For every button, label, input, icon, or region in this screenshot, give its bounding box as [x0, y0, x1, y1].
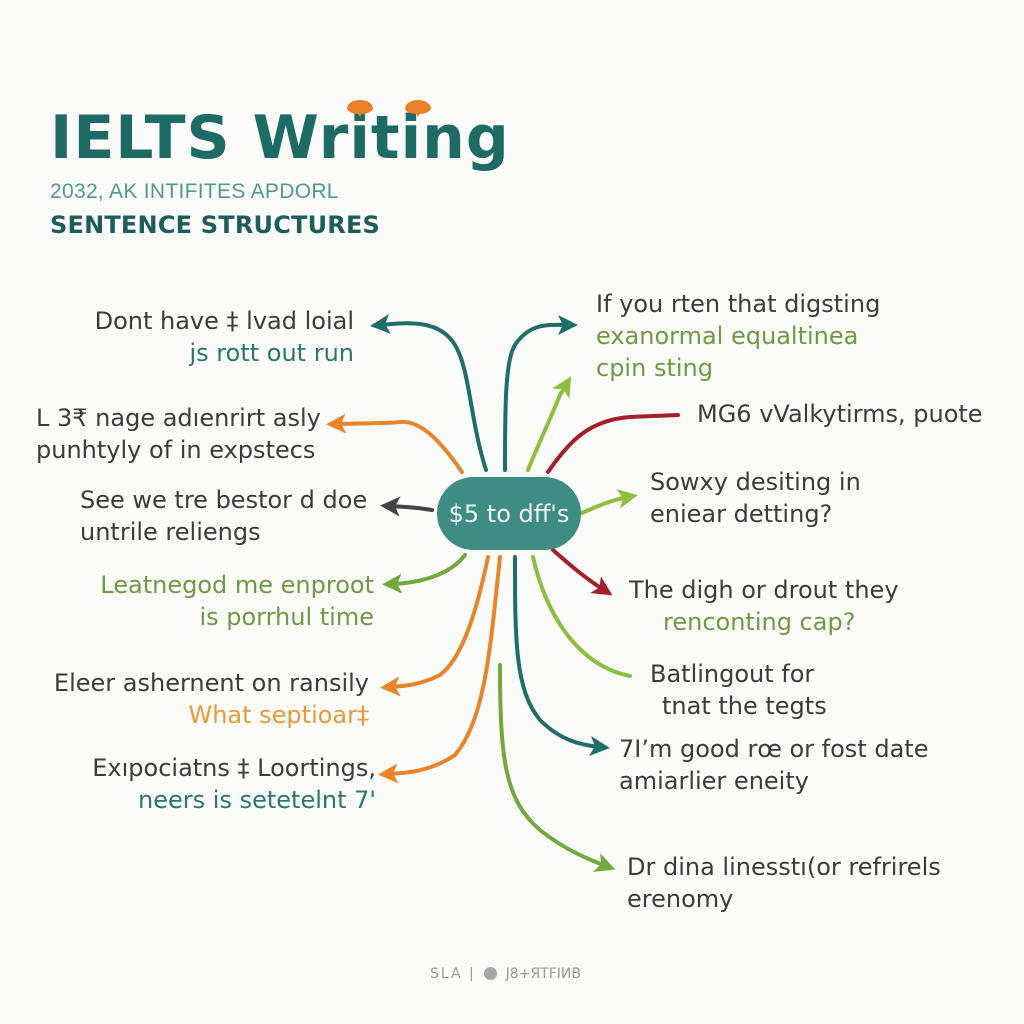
- node-text: exanormal equaltinea: [596, 322, 859, 350]
- node-right-5[interactable]: Batlingout for tnat the tegts: [650, 658, 827, 722]
- node-right-7[interactable]: Dr dina linesstı(or refrirels erenomy: [627, 851, 941, 915]
- node-text: The digh or drout they: [629, 576, 899, 604]
- node-text: Leatnegod me enproot: [100, 571, 374, 599]
- node-right-3[interactable]: Sowxy desiting in eniear detting?: [650, 466, 861, 530]
- subtitle: 2032, AK INTIFITES APDORL: [50, 180, 339, 203]
- node-text: js rott out run: [189, 339, 355, 367]
- node-text: punhtyly of in expstecs: [36, 436, 316, 464]
- speech-bubble-icon: [405, 100, 431, 117]
- page-title: IELTS Writing: [50, 103, 510, 173]
- node-text: Dr dina linesstı(or refrirels: [627, 853, 941, 881]
- node-text: What septioar‡: [188, 701, 369, 729]
- node-left-3[interactable]: See we tre bestor d doe untrile reliengs: [80, 484, 367, 548]
- node-right-2[interactable]: MG6 vValkytirms, puote: [697, 398, 983, 430]
- node-text: Sowxy desiting in: [650, 468, 861, 496]
- node-left-6[interactable]: Exıpociatns ‡ Loortings, neers is setete…: [92, 752, 376, 816]
- central-hub[interactable]: $5 to dff's: [437, 477, 581, 550]
- footer-left-text: SLA |: [430, 966, 476, 982]
- node-text: L 3₹ nage adıenrirt asly: [36, 404, 321, 432]
- footer: SLA | J8+ЯTFIИB: [430, 966, 581, 982]
- node-right-4[interactable]: The digh or drout they renconting cap?: [629, 574, 899, 638]
- node-text: Batlingout for: [650, 660, 815, 688]
- node-right-1[interactable]: If you rten that digsting exanormal equa…: [596, 288, 880, 384]
- speech-bubble-icon: [347, 100, 373, 117]
- footer-logo-icon: [484, 967, 498, 980]
- node-text: Eleer ashernent on ransily: [53, 669, 369, 697]
- node-text: erenomy: [627, 885, 734, 913]
- section-heading: SENTENCE STRUCTURES: [50, 211, 381, 239]
- node-text: renconting cap?: [663, 608, 856, 636]
- hub-label: $5 to dff's: [448, 499, 570, 528]
- node-text: neers is setetelnt 7': [138, 786, 376, 814]
- node-left-4[interactable]: Leatnegod me enproot is porrhul time: [100, 569, 374, 633]
- node-text: untrile reliengs: [80, 518, 261, 546]
- node-text: MG6 vValkytirms, puote: [697, 400, 983, 428]
- node-text: is porrhul time: [199, 603, 374, 631]
- node-left-1[interactable]: Dont have ‡ lvad loial js rott out run: [95, 305, 354, 369]
- node-text: cpin sting: [596, 354, 713, 382]
- node-text: eniear detting?: [650, 500, 833, 528]
- node-left-2[interactable]: L 3₹ nage adıenrirt asly punhtyly of in …: [36, 402, 321, 466]
- node-text: If you rten that digsting: [596, 290, 881, 318]
- node-right-6[interactable]: 7I’m good rœ or fost date amiarlier enei…: [619, 733, 928, 797]
- node-text: Exıpociatns ‡ Loortings,: [92, 754, 376, 782]
- node-text: See we tre bestor d doe: [80, 486, 368, 514]
- footer-right-text: J8+ЯTFIИB: [505, 966, 581, 982]
- node-left-5[interactable]: Eleer ashernent on ransily What septioar…: [54, 667, 369, 731]
- node-text: tnat the tegts: [662, 692, 827, 720]
- node-text: Dont have ‡ lvad loial: [94, 307, 354, 335]
- node-text: amiarlier eneity: [619, 767, 809, 795]
- node-text: 7I’m good rœ or fost date: [619, 735, 929, 763]
